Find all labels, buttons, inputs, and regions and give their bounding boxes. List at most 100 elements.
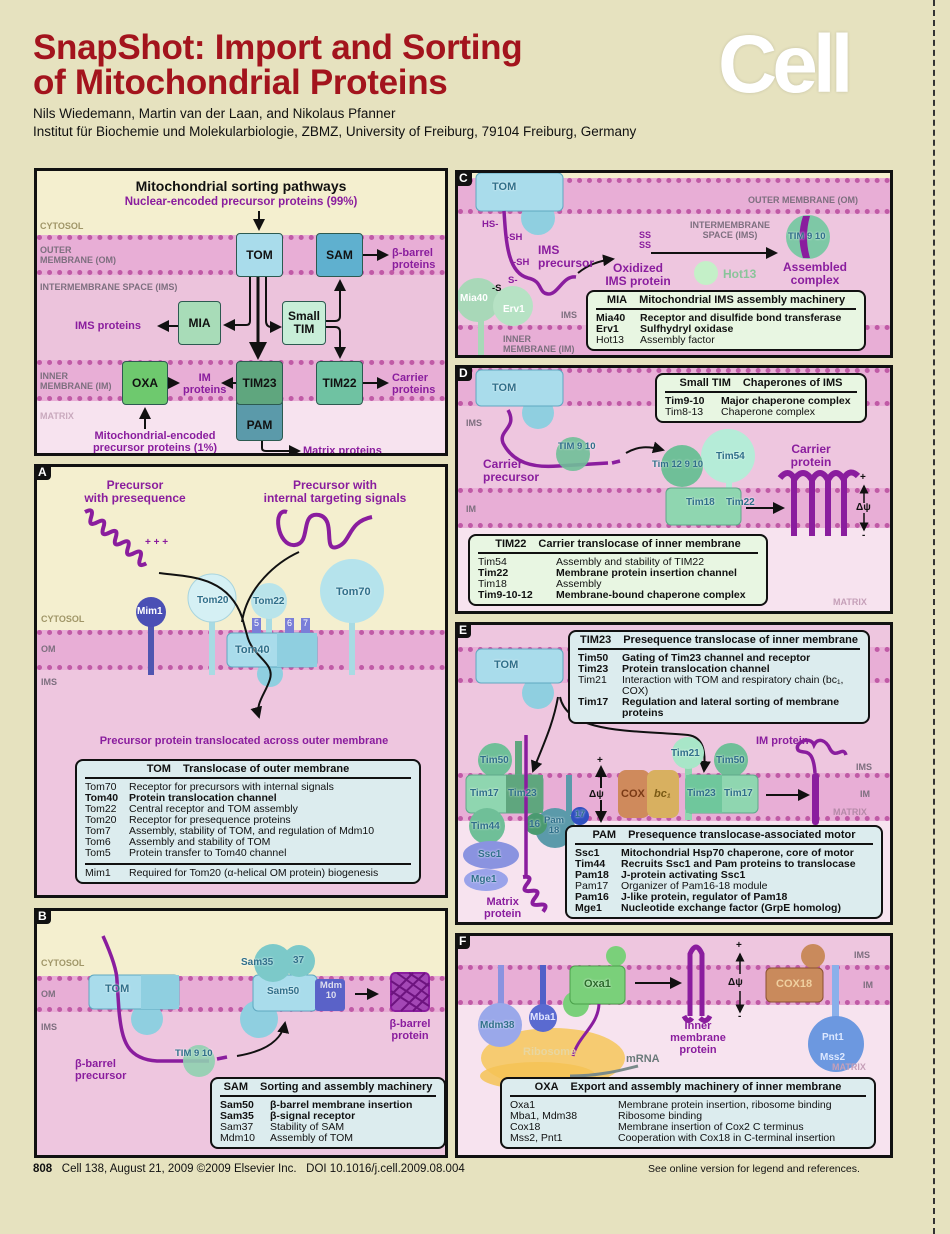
component-name: Ssc1: [575, 846, 600, 859]
component-function: Organizer of Pam16-18 module: [621, 879, 768, 892]
component-function: Mitochondrial Hsp70 chaperone, core of m…: [621, 846, 854, 859]
plus-sign: +: [860, 472, 866, 483]
box-mia: MIA: [178, 301, 221, 345]
panel-b-sam: B CYTOSOL OM IMS TOM Sam35 37 Sam50 Mdm …: [34, 908, 448, 1158]
cut-line: [933, 0, 935, 1234]
component-function: Protein translocation channel: [129, 791, 277, 804]
footer: 808 Cell 138, August 21, 2009 ©2009 Else…: [33, 1163, 465, 1175]
positive-charges: + + +: [145, 537, 168, 548]
carrier-precursor-chain: [500, 409, 621, 469]
panel-e-tab: E: [458, 625, 472, 638]
output-carrier-proteins: Carrier proteins: [392, 372, 436, 397]
mdm38-label: Mdm38: [480, 1020, 515, 1031]
component-function: Assembly of TOM: [270, 1131, 354, 1144]
bc1-label: bc₁: [654, 788, 671, 800]
tim44-label: Tim44: [471, 821, 500, 832]
component-function: Major chaperone complex: [721, 394, 851, 407]
delta-psi-label: Δψ: [728, 977, 743, 988]
component-name: Tom7: [85, 824, 111, 837]
arrow-to-sam: [236, 1021, 290, 1057]
ssc1-label: Ssc1: [478, 849, 502, 860]
matrix-protein-label: Matrix protein: [484, 896, 522, 921]
title-line-2: of Mitochondrial Proteins: [33, 63, 448, 102]
delta-psi-label: Δψ: [589, 789, 604, 800]
tom6-label: 6: [287, 618, 293, 628]
tom22-shape: [251, 583, 287, 619]
beta-barrel-precursor-chain: [101, 935, 228, 1063]
label-matrix: MATRIX: [833, 597, 867, 607]
label-im: IM: [863, 980, 873, 990]
panel-f-tab: F: [458, 936, 471, 949]
tim910-label: TIM 9 10: [558, 441, 596, 452]
hot13-label: Hot13: [723, 267, 757, 281]
table-title: Export and assembly machinery of inner m…: [570, 1081, 842, 1093]
tom70-shape: [320, 559, 384, 623]
tom70-label: Tom70: [336, 586, 371, 598]
component-function: Assembly and stability of TIM22: [556, 555, 705, 568]
label-ims: IMS: [41, 677, 58, 687]
assembled-label: Assembled complex: [782, 260, 848, 288]
nascent-chain: [571, 1003, 601, 1057]
mdm10-label: Mdm 10: [319, 980, 343, 1002]
component-name: Mim1: [85, 866, 111, 879]
authors: Nils Wiedemann, Martin van der Laan, and…: [33, 106, 396, 121]
panel-a-tom: A + + + Precursor with presequence Precu…: [34, 464, 448, 898]
mge1-shape: [464, 869, 508, 891]
hs-label: HS-: [482, 219, 499, 230]
tim50-left-shape: [478, 743, 512, 777]
label-ims: INTERMEMBRANE SPACE (IMS): [40, 282, 178, 292]
overview-title: Mitochondrial sorting pathways: [135, 178, 347, 194]
component-name: Tom22: [85, 802, 117, 815]
component-name: Tim23: [578, 662, 609, 675]
internal-signal-path: [241, 551, 300, 623]
component-name: Tom6: [85, 835, 111, 848]
ims-precursor-label: IMS precursor: [538, 243, 595, 271]
tom-label: TOM: [492, 181, 517, 193]
label-cytosol: CYTOSOL: [41, 958, 85, 968]
component-name: Tim8-13: [665, 405, 704, 418]
tim18-tim22-shape: [665, 487, 742, 526]
label-im: INNER MEMBRANE (IM): [503, 334, 575, 354]
component-name: Sam50: [220, 1098, 254, 1111]
overview-arrows: [139, 211, 389, 453]
mge1-label: Mge1: [471, 874, 497, 885]
box-sam: SAM: [316, 233, 363, 277]
table-abbreviation: Small TIM: [679, 377, 731, 389]
citation: Cell 138, August 21, 2009 ©2009 Elsevier…: [61, 1163, 297, 1175]
presequence-precursor-helix: [84, 508, 148, 568]
component-name: Tom40: [85, 791, 119, 804]
box-tim22: TIM22: [316, 361, 363, 405]
tim12910-label: Tim 12 9 10: [652, 459, 704, 470]
component-name: Mss2, Pnt1: [510, 1131, 563, 1144]
component-name: Tim54: [478, 555, 507, 568]
component-function: Regulation and lateral sorting of membra…: [622, 695, 840, 719]
tom22-label: Tom22: [253, 596, 285, 607]
s-label-2: S-: [508, 275, 518, 286]
label-im: IM: [860, 789, 870, 799]
tom5-shape: [252, 618, 261, 633]
title-line-1: SnapShot: Import and Sorting: [33, 28, 523, 67]
sam35-label: Sam35: [241, 957, 274, 968]
label-ims: IMS: [856, 762, 873, 772]
component-function: β-barrel membrane insertion: [270, 1098, 413, 1111]
component-function: Receptor and disulfide bond transferase: [640, 311, 842, 324]
component-name: Mba1, Mdm38: [510, 1109, 578, 1122]
component-name: Cox18: [510, 1120, 541, 1133]
doi: DOI 10.1016/j.cell.2009.08.004: [306, 1163, 465, 1175]
inner-membrane-protein-shape: [681, 944, 713, 1024]
component-function: Stability of SAM: [270, 1120, 345, 1133]
